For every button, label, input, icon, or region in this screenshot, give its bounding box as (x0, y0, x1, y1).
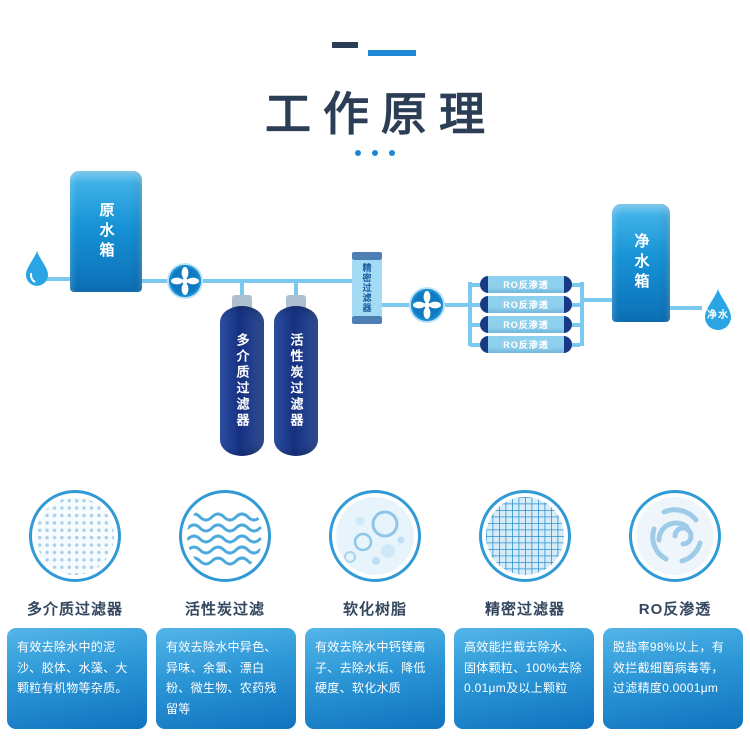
ro-stub (470, 283, 480, 287)
ro-membrane: RO反渗透 (480, 296, 572, 313)
feature-name: 精密过滤器 (484, 601, 565, 618)
dash-blue (368, 50, 416, 56)
page-title: 工作原理 (265, 88, 497, 140)
dot (389, 150, 395, 156)
ro-membrane: RO反渗透 (480, 276, 572, 293)
multi-media-filter: 多介质过滤器 (220, 306, 264, 456)
feature-multi-media: 多介质过滤器 (0, 490, 150, 619)
dot (355, 150, 361, 156)
pipe-main (138, 279, 368, 283)
pump-icon (166, 262, 204, 300)
ro-membrane-label: RO反渗透 (503, 280, 549, 290)
ro-membrane-cap (564, 276, 572, 293)
feature-desc: 脱盐率98%以上，有效拦截细菌病毒等，过滤精度0.0001μm (603, 628, 743, 729)
ro-membrane-cap (564, 296, 572, 313)
ro-stub (470, 303, 480, 307)
feature-name: 活性炭过滤 (184, 601, 265, 618)
feature-name: 软化树脂 (342, 601, 407, 618)
ro-membrane: RO反渗透 (480, 316, 572, 333)
precision-filter: 精密过滤器 (352, 252, 382, 324)
ro-membrane-cap (480, 316, 488, 333)
feature-precision: 精密过滤器 (450, 490, 600, 619)
filter-cap (232, 295, 252, 308)
ro-membrane-cap (480, 276, 488, 293)
title-dots-decoration (0, 150, 750, 156)
pipe-stub-filter2 (294, 281, 298, 297)
raw-water-tank-label: 原水箱 (97, 201, 115, 262)
ro-membrane-cap (480, 336, 488, 353)
clean-water-label: 净水 (707, 310, 729, 321)
pipe-to-clean-tank (582, 298, 614, 302)
feature-desc: 有效去除水中的泥沙、胶体、水藻、大颗粒有机物等杂质。 (7, 628, 147, 729)
ro-stub (570, 303, 580, 307)
feature-resin: 软化树脂 (300, 490, 450, 619)
ro-stub (470, 323, 480, 327)
feature-descriptions: 有效去除水中的泥沙、胶体、水藻、大颗粒有机物等杂质。 有效去除水中异色、异味、余… (7, 628, 743, 729)
ro-membrane-label: RO反渗透 (503, 320, 549, 330)
dots-pattern-icon (36, 497, 114, 575)
carbon-filter-label: 活性炭过滤器 (288, 333, 304, 429)
ro-stub (570, 323, 580, 327)
multi-media-filter-label: 多介质过滤器 (234, 333, 250, 429)
dot (372, 150, 378, 156)
filter-cap (286, 295, 306, 308)
mesh-pattern-icon (486, 497, 564, 575)
ro-manifold-left (468, 282, 472, 346)
precision-filter-cap (352, 316, 382, 324)
clean-water-tank: 净水箱 (612, 204, 670, 322)
feature-desc: 有效去除水中钙镁离子、去除水垢、降低硬度、软化水质 (305, 628, 445, 729)
dash-dark (332, 42, 358, 48)
ro-stub (570, 343, 580, 347)
pipe-outlet (668, 306, 702, 310)
feature-name: 多介质过滤器 (26, 601, 123, 618)
title-dash-decoration (0, 42, 750, 60)
raw-water-tank: 原水箱 (70, 171, 142, 292)
feature-circle (179, 490, 271, 582)
ro-membrane-label: RO反渗透 (503, 300, 549, 310)
ro-membrane-label: RO反渗透 (503, 340, 549, 350)
ro-stub (570, 283, 580, 287)
feature-circle (329, 490, 421, 582)
feature-ro: RO反渗透 (600, 490, 750, 619)
feature-circle (29, 490, 121, 582)
swirl-pattern-icon (636, 497, 714, 575)
feature-desc: 高效能拦截去除水、固体颗粒、100%去除0.01μm及以上颗粒 (454, 628, 594, 729)
clean-water-drop-icon: 净水 (698, 286, 738, 337)
feature-desc: 有效去除水中异色、异味、余氯、漂白粉、微生物、农药残留等 (156, 628, 296, 729)
bubbles-pattern-icon (336, 497, 414, 575)
precision-filter-cap (352, 252, 382, 260)
clean-water-tank-label: 净水箱 (632, 233, 650, 293)
source-water-drop-icon (20, 248, 54, 293)
pump-icon (408, 286, 446, 324)
ro-manifold-right (580, 282, 584, 346)
feature-circle (629, 490, 721, 582)
ro-membrane-cap (480, 296, 488, 313)
ro-membrane-cap (564, 336, 572, 353)
ro-membrane-cap (564, 316, 572, 333)
pipe-stub-filter1 (240, 281, 244, 297)
feature-name: RO反渗透 (638, 601, 712, 618)
carbon-filter: 活性炭过滤器 (274, 306, 318, 456)
ro-membrane: RO反渗透 (480, 336, 572, 353)
ro-stub (470, 343, 480, 347)
waves-pattern-icon (186, 497, 264, 575)
feature-carbon: 活性炭过滤 (150, 490, 300, 619)
precision-filter-label: 精密过滤器 (361, 263, 372, 313)
feature-list: 多介质过滤器 活性炭过滤 (0, 490, 750, 619)
feature-circle (479, 490, 571, 582)
pipe-source (46, 277, 72, 281)
